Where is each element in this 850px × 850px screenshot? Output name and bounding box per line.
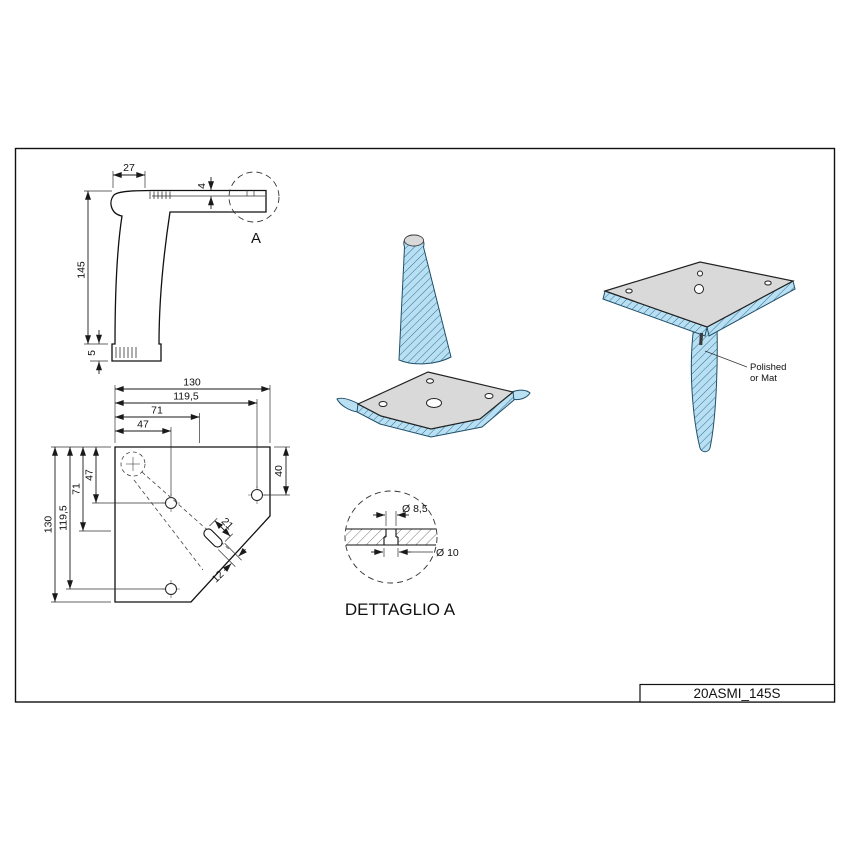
dim-145: 145: [76, 190, 112, 345]
section-hatch-left: [346, 529, 386, 545]
leg-side-profile: [110, 189, 267, 362]
side-view: A 27 4 145 5: [76, 162, 280, 374]
title-block-box: [639, 683, 836, 703]
hole-bottom-left: [162, 580, 180, 598]
screw-hole-right: [484, 393, 494, 399]
dim-left-130-label: 130: [43, 516, 55, 534]
detail-a-circle: [228, 171, 280, 223]
leg-slot-mark: [699, 332, 704, 346]
dim-27: 27: [112, 162, 146, 188]
dim-4: 4: [196, 177, 214, 209]
plan-view: 21 12 130 119,5 71 47: [43, 377, 290, 603]
mounting-plate-outline: [114, 446, 271, 603]
screw-hole-left: [378, 401, 388, 407]
detail-a-marker-label: A: [251, 230, 261, 247]
finish-leader-line: [704, 350, 748, 368]
plate-small-hole: [697, 270, 703, 277]
dim-top-47-label: 47: [137, 419, 149, 431]
corner-foot-left: [336, 397, 360, 413]
plate-corner-hole-left: [625, 288, 633, 294]
top-rib-marks: [149, 191, 171, 199]
hole-right: [248, 486, 266, 504]
detail-a-view: Ø 8,5 Ø 10 DETTAGLIO A: [344, 490, 459, 619]
dim-dia-85: Ø 8,5: [373, 503, 428, 526]
dim-dia-85-label: Ø 8,5: [402, 503, 428, 515]
dim-top-119-label: 119,5: [173, 391, 199, 403]
plan-top-dims: 130 119,5 71 47: [114, 377, 271, 496]
dim-left-71-label: 71: [71, 483, 83, 495]
detail-view-label: DETTAGLIO A: [345, 600, 456, 619]
frame-border: [14, 147, 836, 703]
plate-band-right-hatch: [707, 281, 795, 336]
plan-right-dim: 40: [263, 446, 290, 496]
iso-top-view: Polished or Mat: [602, 261, 796, 453]
leg-cone-hatch: [399, 234, 451, 364]
screw-hole-back: [426, 378, 434, 384]
triangular-plate-top: [603, 261, 795, 328]
dim-right-40-label: 40: [273, 465, 285, 477]
dim-left-119-label: 119,5: [58, 505, 70, 531]
dim-dia-10: Ø 10: [371, 547, 459, 559]
plate-band-left-hatch: [603, 291, 707, 336]
corner-foot-right: [511, 389, 531, 401]
plate-center-hole: [694, 284, 704, 294]
center-hole: [426, 398, 442, 408]
plan-left-dims: 130 119,5 71 47: [43, 446, 165, 603]
foot-rib-marks: [115, 347, 137, 358]
dim-dia-10-label: Ø 10: [436, 547, 459, 559]
dim-4-label: 4: [196, 183, 208, 189]
detail-boundary-circle: [344, 490, 438, 584]
leg-top-cap: [403, 234, 425, 247]
finish-note-line2: or Mat: [750, 373, 777, 384]
title-block: 20ASMI_145S: [639, 683, 836, 703]
dim-27-label: 27: [123, 162, 135, 174]
dim-top-71-label: 71: [151, 405, 163, 417]
plate-corner-hole-right: [764, 280, 772, 286]
drawing-frame: [14, 147, 836, 703]
plate-edge-band-hatch: [357, 392, 514, 437]
iso-bottom-view: [336, 234, 531, 438]
finish-note-line1: Polished: [750, 362, 786, 373]
dim-left-47-label: 47: [84, 469, 96, 481]
dim-145-label: 145: [76, 261, 88, 279]
dim-top-130-label: 130: [183, 377, 201, 389]
dim-5: 5: [86, 330, 108, 374]
drawing-code: 20ASMI_145S: [693, 686, 780, 701]
section-hatch-right: [396, 529, 436, 545]
tapered-leg-hatch: [691, 326, 718, 452]
dim-5-label: 5: [86, 350, 98, 356]
